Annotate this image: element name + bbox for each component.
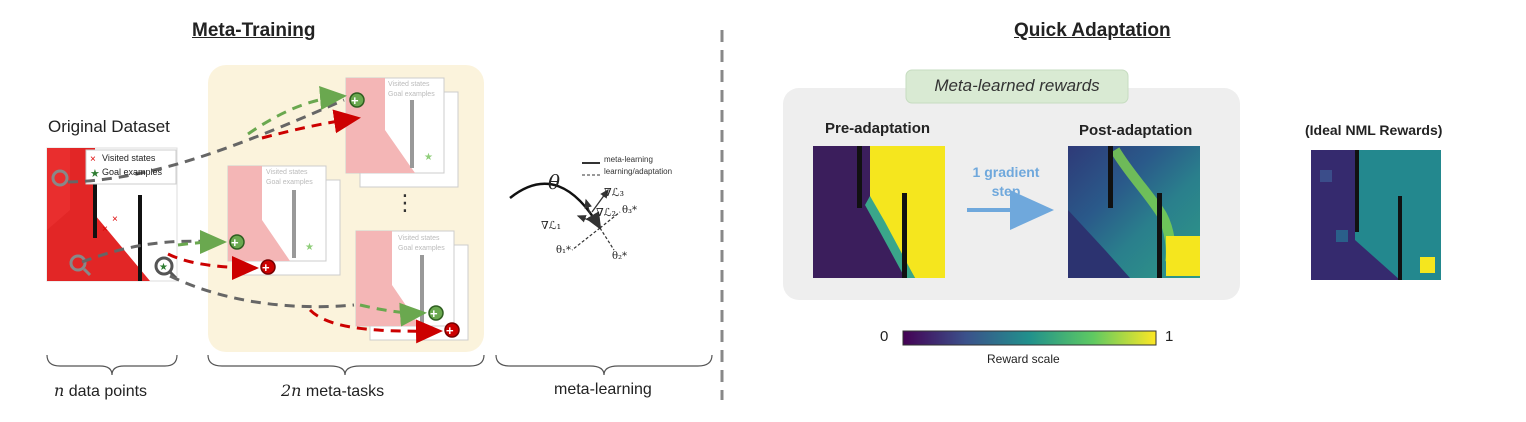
n-data-points-text: data points bbox=[64, 383, 148, 400]
two-n-symbol: 2n bbox=[281, 381, 302, 400]
meta-tasks-text: meta-tasks bbox=[301, 383, 385, 400]
magnifier-icon bbox=[69, 254, 87, 272]
n-data-points-label: n data points bbox=[54, 381, 147, 401]
task-card-stack: ★ bbox=[227, 165, 341, 276]
quick-adaptation-section bbox=[783, 69, 1441, 346]
svg-text:★: ★ bbox=[305, 242, 314, 253]
svg-text:★: ★ bbox=[159, 262, 168, 273]
legend-solid-label: meta-learning bbox=[604, 155, 653, 164]
meta-training-title: Meta-Training bbox=[192, 20, 316, 41]
more-tasks-ellipsis: ⋮ bbox=[394, 190, 416, 215]
negative-goal-icon bbox=[444, 322, 460, 338]
colorbar-max-label: 1 bbox=[1165, 328, 1174, 345]
pre-adaptation-label: Pre-adaptation bbox=[825, 120, 931, 137]
reward-colorbar bbox=[902, 330, 1157, 346]
banner-text: Meta-learned rewards bbox=[934, 76, 1100, 95]
quick-adaptation-title: Quick Adaptation bbox=[1014, 20, 1171, 41]
svg-text:×: × bbox=[90, 154, 96, 165]
meta-tasks-label: 2n meta-tasks bbox=[281, 381, 384, 401]
bracket-lines bbox=[46, 354, 713, 376]
task-legend-visited: Visited states bbox=[398, 235, 440, 242]
meta-learning-diagram bbox=[509, 162, 621, 251]
negative-goal-icon bbox=[260, 259, 276, 275]
n-symbol: n bbox=[54, 381, 65, 400]
task-card-stack: ★ bbox=[345, 77, 459, 188]
svg-text:+: + bbox=[446, 323, 454, 338]
post-adaptation-label: Post-adaptation bbox=[1079, 122, 1193, 139]
svg-text:★: ★ bbox=[90, 168, 100, 180]
svg-text:×: × bbox=[102, 224, 108, 235]
svg-text:+: + bbox=[430, 306, 438, 321]
legend-goal-label: Goal examples bbox=[102, 167, 163, 177]
positive-goal-icon bbox=[349, 92, 365, 108]
theta-label: θ bbox=[548, 170, 561, 194]
task-legend-visited: Visited states bbox=[388, 81, 430, 88]
original-dataset-label: Original Dataset bbox=[48, 117, 170, 136]
legend-dashed-label: learning/adaptation bbox=[604, 167, 673, 176]
task-arrows bbox=[67, 86, 443, 344]
legend-visited-label: Visited states bbox=[102, 153, 156, 163]
magnifier-icon bbox=[51, 169, 69, 187]
goal-magnifier-icon bbox=[154, 256, 174, 276]
svg-text:+: + bbox=[262, 260, 270, 275]
pre-adaptation-heatmap bbox=[813, 146, 945, 278]
meta-learned-rewards-banner bbox=[905, 69, 1129, 104]
positive-goal-icon bbox=[229, 234, 245, 250]
theta1-star-label: θ₁* bbox=[556, 245, 572, 256]
gradient-step-label: 1 gradient step bbox=[962, 163, 1050, 201]
grad-l1-label: ∇ℒ₁ bbox=[541, 219, 562, 232]
svg-text:×: × bbox=[112, 214, 118, 225]
task-legend-visited: Visited states bbox=[266, 169, 308, 176]
theta2-star-label: θ₂* bbox=[612, 251, 628, 262]
colorbar-label: Reward scale bbox=[987, 352, 1060, 366]
gradient-step-line1: 1 gradient bbox=[972, 164, 1040, 180]
theta3-star-label: θ₃* bbox=[622, 205, 638, 216]
ideal-nml-label: (Ideal NML Rewards) bbox=[1305, 122, 1443, 138]
task-legend-goal: Goal examples bbox=[266, 179, 313, 186]
svg-text:+: + bbox=[351, 93, 359, 108]
task-card-legend: Visited states Goal examples bbox=[266, 168, 313, 188]
ideal-nml-heatmap bbox=[1311, 150, 1441, 280]
wall-left bbox=[93, 168, 97, 238]
gradient-step-line2: step bbox=[991, 183, 1021, 199]
svg-text:★: ★ bbox=[424, 152, 433, 163]
meta-training-section: × × × ★ ★ ★ ★ bbox=[46, 65, 713, 376]
task-legend-goal: Goal examples bbox=[398, 245, 445, 252]
wall-right bbox=[138, 195, 142, 281]
svg-text:+: + bbox=[231, 235, 239, 250]
post-adaptation-heatmap bbox=[1068, 146, 1200, 278]
meta-learning-path bbox=[509, 182, 602, 231]
task-card-legend: Visited states Goal examples bbox=[398, 234, 445, 254]
grad-l3-label: ∇ℒ₃ bbox=[604, 186, 625, 199]
colorbar-min-label: 0 bbox=[880, 328, 889, 345]
task-legend-goal: Goal examples bbox=[388, 91, 435, 98]
meta-learning-label: meta-learning bbox=[554, 381, 652, 398]
grad-l2-label: ∇ℒ₂ bbox=[596, 206, 617, 219]
task-card-legend: Visited states Goal examples bbox=[388, 80, 435, 100]
